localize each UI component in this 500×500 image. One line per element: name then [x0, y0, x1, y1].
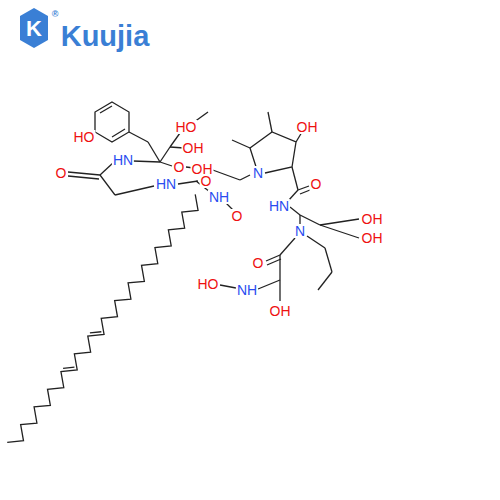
bond-lines: [68, 102, 359, 301]
atom-label: OH: [269, 304, 292, 318]
atom-label: NH: [236, 283, 258, 297]
double-bond: [63, 367, 74, 368]
atom-label: OH: [361, 231, 384, 245]
logo-text: Kuujia: [60, 22, 151, 51]
atom-label: O: [231, 209, 244, 223]
atom-label: O: [252, 256, 265, 270]
logo-text: K: [25, 18, 43, 40]
atom-label: HN: [112, 153, 134, 167]
atom-label: HN: [155, 177, 177, 191]
acyl-chain: [7, 194, 198, 442]
atom-label: O: [200, 174, 213, 188]
atom-label: HO: [197, 277, 220, 291]
atom-label: OH: [361, 212, 384, 226]
atom-label: OH: [182, 141, 205, 155]
atom-label: N: [252, 166, 264, 180]
atom-label: O: [310, 177, 323, 191]
logo-hexagon: [20, 8, 48, 48]
atom-label: NH: [208, 190, 230, 204]
atom-label: N: [294, 224, 306, 238]
atom-label: O: [173, 160, 186, 174]
atom-label: HN: [268, 199, 290, 213]
atom-label: HO: [175, 120, 198, 134]
atom-label: OH: [296, 120, 319, 134]
logo-text: ®: [51, 10, 60, 19]
atom-label: O: [55, 166, 68, 180]
double-bond: [90, 332, 101, 333]
atom-label: HO: [73, 130, 96, 144]
